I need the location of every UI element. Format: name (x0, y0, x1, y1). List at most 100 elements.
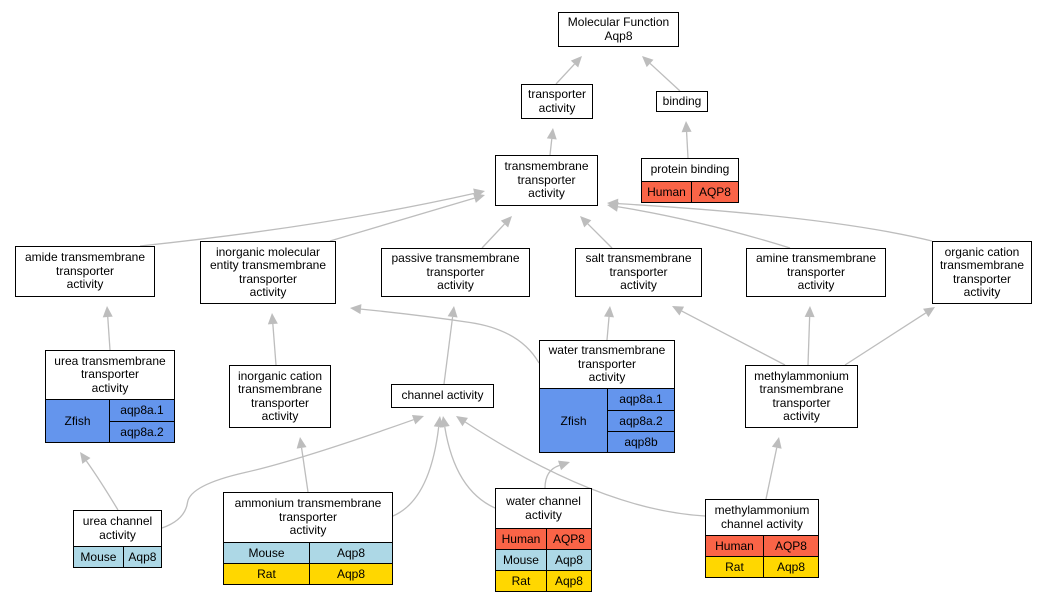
annotation-row: Mouse Aqp8 (496, 549, 591, 570)
go-term-methyl-tm: methylammonium transmembrane transporter… (745, 365, 858, 428)
arrowhead (473, 193, 485, 203)
annotation-row: Rat Aqp8 (706, 556, 818, 577)
arrowhead (439, 416, 450, 428)
gene-cell: Aqp8 (545, 550, 591, 570)
species-cell: Mouse (80, 550, 117, 564)
species-cell: Human (647, 185, 686, 199)
species-cell: Mouse (248, 546, 285, 560)
arrowhead (267, 313, 278, 325)
edge-methyl-tm-to-org-cation (844, 312, 927, 366)
species-cell: Rat (257, 567, 276, 581)
arrowhead (580, 216, 592, 228)
go-term-water-tm: water transmembrane transporter activity… (539, 340, 675, 453)
go-term-channel: channel activity (391, 384, 494, 408)
annotation-row: Rat Aqp8 (496, 570, 591, 591)
gene-cell: aqp8a.1 (619, 392, 663, 406)
edge-salt-to-tmt (587, 223, 613, 249)
term-label: urea transmembrane transporter activity (54, 353, 166, 395)
edge-channel-to-passive (443, 316, 454, 385)
arrowhead (570, 56, 582, 68)
gene-cell: Aqp8 (762, 557, 818, 577)
go-term-amine: amine transmembrane transporter activity (746, 248, 886, 297)
edge-methyl-ch-to-methyl-tm (765, 447, 778, 500)
arrowhead (447, 306, 458, 318)
term-label: salt transmembrane transporter activity (585, 251, 692, 293)
go-term-binding: binding (656, 91, 708, 112)
arrowhead (296, 437, 307, 449)
edge-water-ch-to-channel (444, 426, 496, 509)
arrowhead (771, 437, 782, 449)
term-label: inorganic molecular entity transmembrane… (209, 244, 327, 299)
term-label: passive transmembrane transporter activi… (391, 251, 520, 293)
edge-water-ch-to-water-tm (544, 464, 560, 489)
edge-urea-ch-to-urea-tm (85, 460, 119, 511)
gene-cell: Aqp8 (545, 571, 591, 591)
edge-ammonium-to-inorg-cation (300, 447, 309, 493)
term-label: inorganic cation transmembrane transport… (237, 368, 323, 423)
arrowhead (411, 414, 424, 425)
species-cell: Zfish (540, 389, 608, 452)
term-label: transmembrane transporter activity (504, 159, 589, 201)
edge-tmt-to-transporter (549, 138, 553, 156)
term-label: channel activity (401, 388, 484, 403)
edge-amide-to-tmt (139, 192, 475, 247)
go-term-mf: Molecular Function Aqp8 (558, 12, 679, 47)
gene-cell: Aqp8 (308, 543, 392, 563)
gene-cell: aqp8a.1 (120, 403, 164, 417)
annotation-row: Human AQP8 (706, 535, 818, 556)
arrowhead (546, 128, 557, 140)
edge-methyl-ch-to-channel (464, 421, 706, 517)
arrowhead (672, 306, 685, 316)
gene-cell: AQP8 (545, 529, 591, 549)
edge-water-tm-to-inorg-mol (360, 308, 540, 364)
arrowhead (923, 307, 935, 318)
go-term-inorg-cation: inorganic cation transmembrane transport… (229, 365, 331, 428)
annotation-row: Human AQP8 (496, 528, 591, 549)
gene-cell: AQP8 (690, 182, 738, 202)
species-cell: Human (715, 539, 754, 553)
arrowhead (500, 216, 512, 228)
edge-protein-binding-to-binding (685, 131, 689, 159)
species-cell: Human (501, 532, 541, 546)
go-term-amide: amide transmembrane transporter activity (15, 246, 155, 297)
species-cell: Mouse (502, 553, 539, 567)
arrowhead (607, 198, 619, 209)
annotation-row: Human AQP8 (642, 181, 738, 202)
gene-cell: AQP8 (762, 536, 818, 556)
species-cell: Zfish (46, 400, 110, 442)
term-label: binding (662, 94, 702, 108)
edge-urea-ch-to-channel (161, 419, 414, 529)
edge-ammonium-to-channel (392, 426, 440, 517)
gene-cell: aqp8b (608, 431, 674, 452)
go-term-tmt: transmembrane transporter activity (495, 155, 598, 206)
species-cell: Rat (725, 560, 744, 574)
arrowhead (681, 121, 692, 133)
edge-methyl-tm-to-amine (807, 316, 811, 366)
arrowhead (804, 306, 815, 318)
term-label: protein binding (650, 162, 730, 177)
gene-cell: aqp8a.2 (110, 421, 174, 442)
edge-amine-to-tmt (617, 206, 791, 249)
term-label: amine transmembrane transporter activity (755, 251, 877, 293)
annotation-row: Mouse Aqp8 (224, 542, 392, 563)
go-term-salt: salt transmembrane transporter activity (575, 248, 702, 297)
arrowhead (456, 416, 468, 427)
arrowhead (102, 306, 113, 318)
go-term-inorg-mol: inorganic molecular entity transmembrane… (200, 241, 336, 304)
arrowhead (350, 304, 362, 315)
go-term-org-cation: organic cation transmembrane transporter… (932, 241, 1032, 304)
species-cell: Rat (511, 574, 531, 588)
annotation-block: Zfish aqp8a.1 aqp8a.2 (46, 399, 174, 442)
term-label: methylammonium channel activity (714, 503, 810, 531)
edge-inorg-mol-to-tmt (329, 197, 475, 242)
edge-water-tm-to-salt (606, 316, 610, 341)
term-label: ammonium transmembrane transporter activ… (234, 496, 382, 538)
edge-transporter-to-mf (555, 63, 575, 85)
